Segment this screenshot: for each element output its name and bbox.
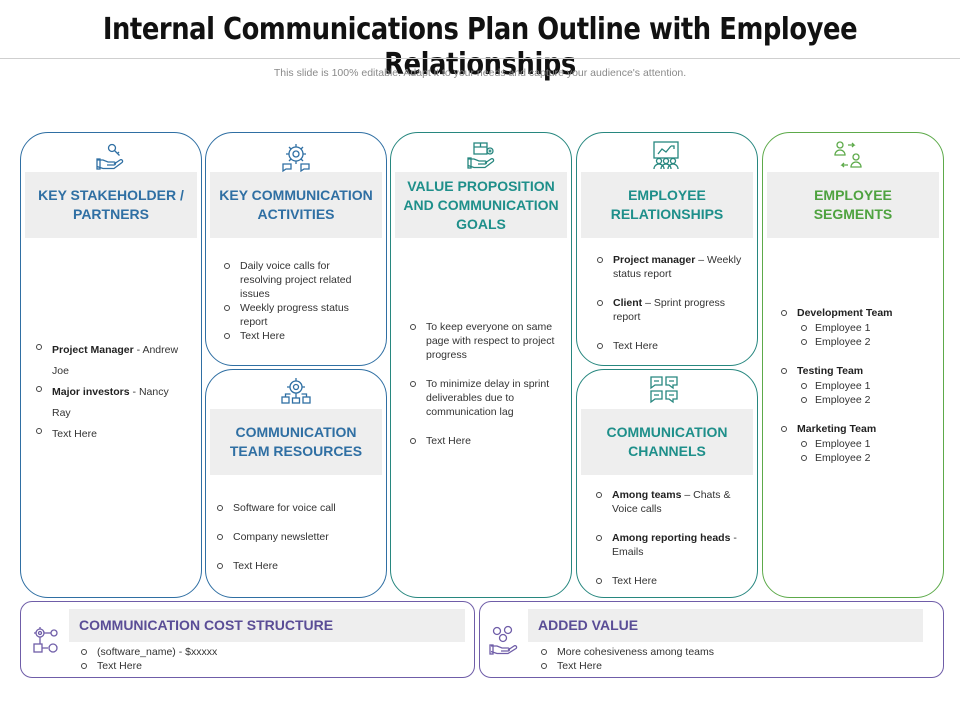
team-resources-card: [205, 369, 387, 598]
channels-card: [576, 369, 758, 598]
chat-bubbles-icon: [648, 373, 680, 405]
list-item: Text Here: [594, 574, 746, 588]
relationships-header: EMPLOYEE RELATIONSHIPS: [581, 172, 753, 238]
activities-list: Daily voice calls for resolving project …: [222, 259, 362, 343]
added-value-list: More cohesiveness among teams Text Here: [539, 645, 919, 673]
hand-key-icon: [94, 140, 126, 172]
relationships-card: [576, 132, 758, 366]
hand-box-icon: [465, 139, 497, 171]
team-resources-header: COMMUNICATION TEAM RESOURCES: [210, 409, 382, 475]
gear-chat-icon: [280, 140, 312, 173]
list-item: To minimize delay in sprint deliverables…: [408, 377, 558, 419]
page-title: Internal Communications Plan Outline wit…: [102, 12, 858, 82]
list-item: Employee 1: [799, 321, 931, 335]
people-exchange-icon: [832, 139, 864, 171]
list-item: Project Manager - Andrew Joe: [34, 340, 190, 382]
stakeholders-header: KEY STAKEHOLDER / PARTNERS: [25, 172, 197, 238]
list-item: Text Here: [215, 559, 375, 573]
list-item: To keep everyone on same page with respe…: [408, 320, 558, 362]
page-subtitle: This slide is 100% editable. Adapt it to…: [273, 67, 687, 79]
cost-header: COMMUNICATION COST STRUCTURE: [69, 609, 465, 642]
relationships-list: Project manager – Weekly status report C…: [595, 253, 745, 353]
network-gear-icon: [280, 373, 312, 405]
list-item: Text Here: [595, 339, 745, 353]
title-divider: [0, 58, 960, 59]
value-prop-header: VALUE PROPOSITION AND COMMUNICATION GOAL…: [395, 172, 567, 238]
activities-header: KEY COMMUNICATION ACTIVITIES: [210, 172, 382, 238]
list-item: Text Here: [222, 329, 362, 343]
activities-card: [205, 132, 387, 366]
team-board-icon: [650, 139, 682, 171]
team-resources-list: Software for voice call Company newslett…: [215, 501, 375, 573]
cost-list: (software_name) - $xxxxx Text Here: [79, 645, 459, 673]
list-item: (software_name) - $xxxxx: [79, 645, 459, 659]
list-item: Employee 1: [799, 437, 931, 451]
list-item: Among reporting heads - Emails: [594, 531, 746, 559]
list-item: Daily voice calls for resolving project …: [222, 259, 362, 301]
list-item: Employee 1: [799, 379, 931, 393]
list-item: Text Here: [408, 434, 558, 448]
list-item: Company newsletter: [215, 530, 375, 544]
list-item: Among teams – Chats & Voice calls: [594, 488, 746, 516]
list-item: Text Here: [34, 424, 190, 445]
list-item: Text Here: [79, 659, 459, 673]
value-prop-list: To keep everyone on same page with respe…: [408, 320, 558, 448]
list-item: Project manager – Weekly status report: [595, 253, 745, 281]
list-item: Weekly progress status report: [222, 301, 362, 329]
list-item: Text Here: [539, 659, 919, 673]
hand-coins-icon: [488, 624, 520, 656]
list-item: Software for voice call: [215, 501, 375, 515]
channels-list: Among teams – Chats & Voice calls Among …: [594, 488, 746, 588]
gear-flow-icon: [31, 624, 63, 656]
list-item: Employee 2: [799, 335, 931, 349]
list-item: More cohesiveness among teams: [539, 645, 919, 659]
list-item: Employee 2: [799, 393, 931, 407]
list-item: Major investors - Nancy Ray: [34, 382, 190, 424]
segments-header: EMPLOYEE SEGMENTS: [767, 172, 939, 238]
added-value-header: ADDED VALUE: [528, 609, 923, 642]
channels-header: COMMUNICATION CHANNELS: [581, 409, 753, 475]
list-item: Employee 2: [799, 451, 931, 465]
stakeholders-list: Project Manager - Andrew Joe Major inves…: [34, 340, 190, 445]
list-item: Client – Sprint progress report: [595, 296, 745, 324]
